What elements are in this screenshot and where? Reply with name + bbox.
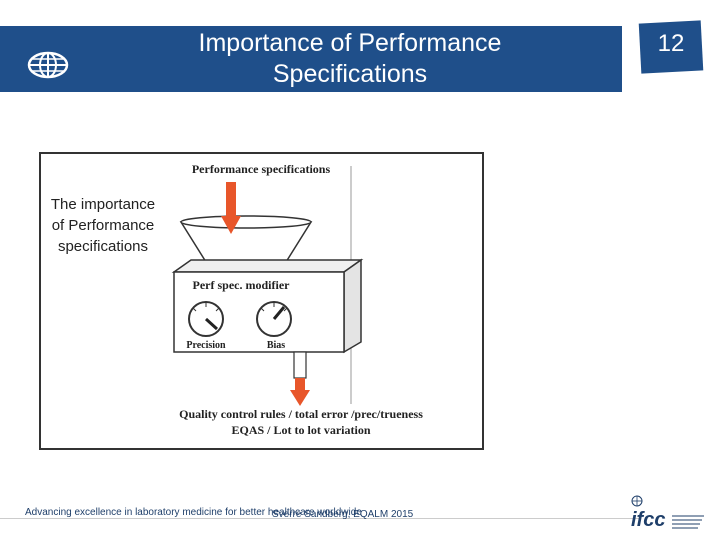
output-arrow-head — [290, 390, 310, 406]
footer-divider — [0, 518, 640, 519]
figure-image: The importance of Performance specificat… — [39, 152, 484, 450]
ifcc-logo: ifcc — [631, 495, 704, 531]
input-arrow-shaft — [226, 182, 236, 222]
modifier-label: Perf spec. modifier — [192, 278, 290, 292]
footer-credit: Sverre Sandberg, EQALM 2015 — [272, 509, 414, 520]
output-line-1: Quality control rules / total error /pre… — [179, 407, 423, 421]
process-diagram — [171, 166, 364, 406]
input-label: Performance specifications — [191, 162, 331, 176]
output-arrow-shaft — [295, 378, 305, 394]
svg-text:ifcc: ifcc — [631, 509, 665, 531]
precision-label: Precision — [186, 340, 226, 351]
globe-icon — [27, 51, 69, 79]
input-arrow-head — [221, 216, 241, 234]
side-text: The importance of Performance specificat… — [50, 196, 156, 255]
slide-title: Importance of Performance Specifications — [198, 29, 502, 88]
page-number: 12 — [657, 30, 685, 57]
output-line-2: EQAS / Lot to lot variation — [231, 423, 371, 437]
header-bar — [0, 26, 622, 92]
bias-label: Bias — [266, 340, 286, 351]
footer-tagline: Advancing excellence in laboratory medic… — [25, 507, 362, 518]
